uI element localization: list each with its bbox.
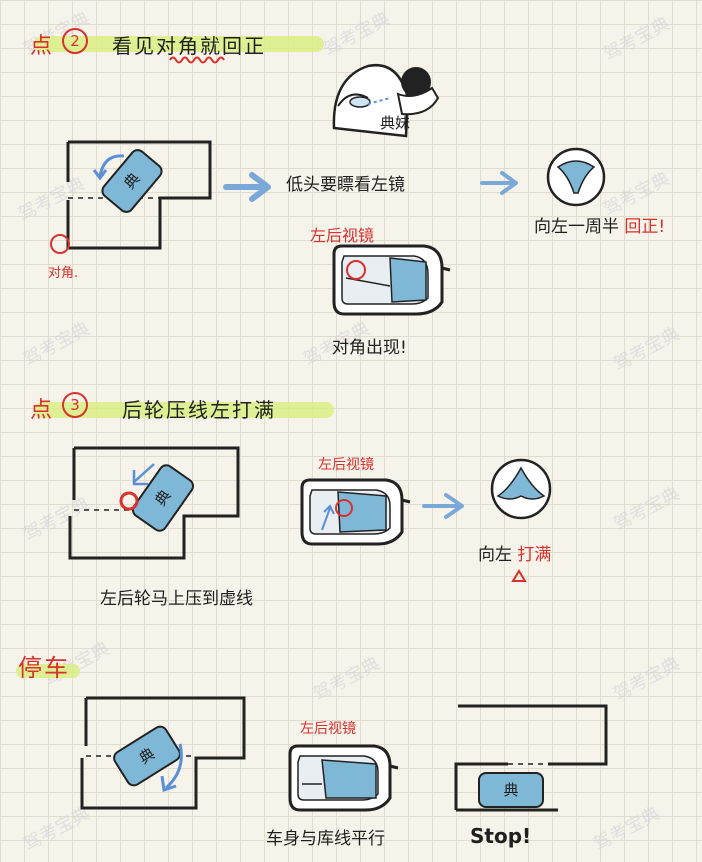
wheel-caption-2: 向左一周半 回正!	[534, 212, 665, 237]
watermark: 驾考宝典	[19, 318, 94, 371]
steering-wheel-icon	[546, 147, 606, 207]
watermark: 驾考宝典	[609, 323, 684, 376]
watermark: 驾考宝典	[309, 653, 384, 706]
section3-point-label: 点	[30, 398, 53, 423]
wheel-caption-suffix: 回正!	[624, 217, 666, 237]
watermark: 驾考宝典	[599, 13, 674, 66]
parking-lot-diagram-2	[50, 140, 212, 254]
section3-diagram-caption: 左后轮马上压到虚线	[100, 589, 253, 609]
mirror-label-4: 左后视镜	[300, 721, 356, 737]
wheel-caption-prefix: 向左一周半	[534, 217, 619, 237]
section3-point-number: 3	[62, 392, 88, 418]
section2-title: 看见对角就回正	[112, 34, 266, 58]
stop-caption: Stop!	[470, 824, 532, 848]
emphasis-squiggle	[169, 56, 225, 64]
side-mirror-4	[288, 744, 399, 812]
section2-point-number: 2	[62, 28, 88, 54]
corner-label: 对角.	[48, 266, 79, 281]
car-label: 典	[503, 781, 519, 799]
watermark: 驾考宝典	[319, 8, 394, 61]
wheel-caption-suffix: 打满	[517, 545, 552, 565]
mirror-label-2: 左后视镜	[310, 226, 375, 245]
person-badge: 典妹	[380, 114, 411, 132]
watermark: 驾考宝典	[609, 483, 684, 536]
wheel-caption-3: 向左 打满	[478, 540, 551, 565]
next-step-arrow-icon	[223, 172, 271, 202]
car-label: 典	[135, 744, 159, 768]
title-highlight	[34, 402, 334, 418]
side-mirror-3	[300, 478, 411, 546]
triangle-mark-icon	[511, 569, 527, 582]
turn-arrow-icon	[132, 463, 155, 486]
section2-point-label: 点	[30, 34, 53, 59]
step1-caption: 低头要瞟看左镜	[286, 175, 405, 195]
wheel-caption-prefix: 向左	[478, 545, 512, 565]
corner-circle	[50, 234, 70, 254]
mirror-caption-2: 对角出现!	[332, 338, 407, 358]
next-step-arrow-icon	[480, 171, 518, 195]
car-label: 典	[151, 486, 175, 510]
section4-title: 停车	[18, 654, 70, 682]
car-final: 典	[478, 772, 544, 808]
title-highlight	[16, 664, 80, 678]
mirror-caption-4: 车身与库线平行	[266, 829, 385, 849]
section3-title: 后轮压线左打满	[122, 398, 276, 422]
watermark: 驾考宝典	[609, 653, 684, 706]
steering-wheel-icon	[490, 458, 552, 520]
parking-lot-diagram-final	[454, 704, 608, 812]
mirror-label-3: 左后视镜	[318, 457, 374, 473]
turn-arrow-icon	[92, 154, 125, 181]
title-highlight	[34, 36, 324, 52]
side-mirror-2	[332, 244, 451, 316]
rear-wheel-marker-icon	[119, 491, 139, 511]
next-step-arrow-icon	[422, 493, 464, 519]
turn-arrow-icon	[160, 743, 183, 792]
driver-glance-illustration	[332, 63, 440, 138]
